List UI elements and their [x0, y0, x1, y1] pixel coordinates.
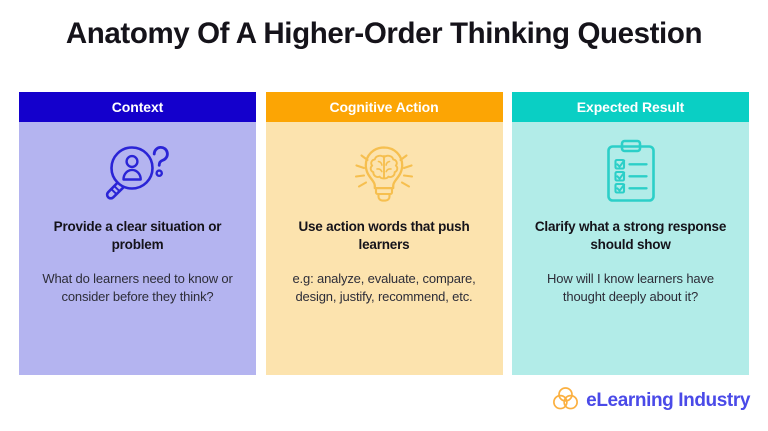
card-heading-expected-result: Clarify what a strong response should sh… — [534, 219, 727, 252]
card-context: Context — [19, 92, 256, 375]
card-text-cognitive-action: e.g: analyze, evaluate, compare, design,… — [292, 270, 476, 305]
interlocking-circles-icon — [552, 385, 579, 417]
columns-container: Context — [19, 92, 749, 375]
brand-logo[interactable]: eLearning Industry — [552, 385, 750, 417]
card-body-cognitive-action: Use action words that push learners e.g:… — [265, 122, 503, 375]
card-cognitive-action: Cognitive Action — [265, 92, 503, 375]
card-header-context: Context — [19, 92, 256, 122]
card-heading-cognitive-action: Use action words that push learners — [298, 219, 470, 252]
card-text-context: What do learners need to know or conside… — [42, 270, 233, 305]
card-header-cognitive-action: Cognitive Action — [265, 92, 503, 122]
card-header-expected-result: Expected Result — [512, 92, 749, 122]
page-title: Anatomy Of A Higher-Order Thinking Quest… — [65, 17, 703, 50]
card-text-expected-result: How will I know learners have thought de… — [547, 270, 714, 305]
magnifier-person-question-icon — [102, 136, 174, 210]
clipboard-checklist-icon — [600, 136, 662, 210]
card-body-expected-result: Clarify what a strong response should sh… — [512, 122, 749, 375]
card-expected-result: Expected Result — [512, 92, 749, 375]
card-body-context: Provide a clear situation or problem Wha… — [19, 122, 256, 375]
lightbulb-brain-icon — [349, 136, 419, 210]
card-heading-context: Provide a clear situation or problem — [53, 219, 222, 252]
brand-logo-wordmark: eLearning Industry — [586, 390, 750, 411]
